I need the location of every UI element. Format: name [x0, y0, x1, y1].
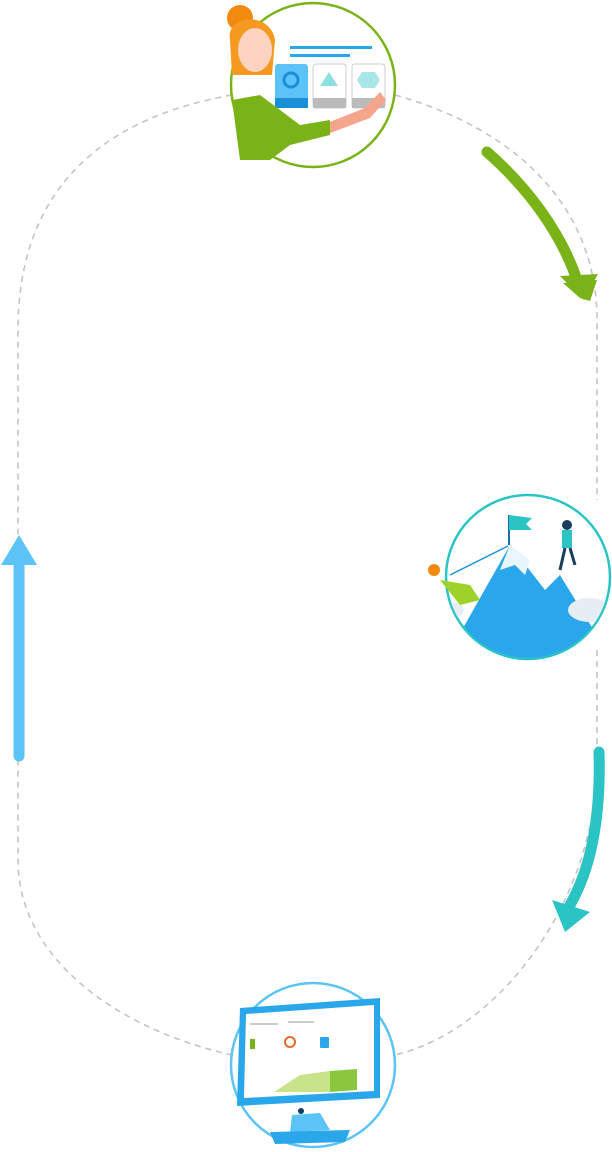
arrow-stage3-to-stage1 [1, 535, 37, 762]
dashboard-monitor-icon [229, 981, 397, 1149]
dashed-cycle-path [17, 94, 598, 1056]
arrow-stage1-to-stage2 [481, 146, 598, 301]
arrow-stage2-to-stage3 [552, 746, 605, 932]
mountain-climbers-flag-icon [428, 493, 612, 661]
woman-choosing-options-icon [227, 1, 397, 169]
